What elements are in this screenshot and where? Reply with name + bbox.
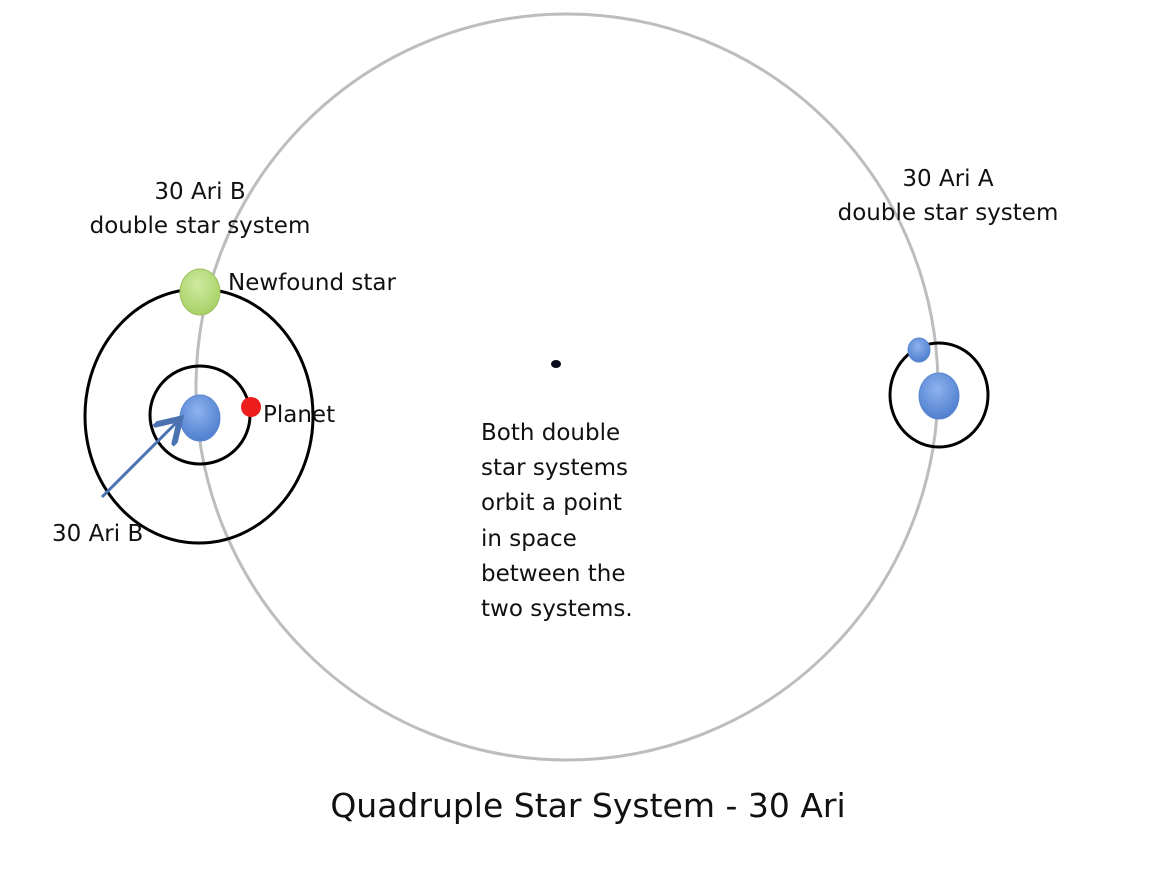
note-line: in space — [481, 525, 577, 552]
note-line: orbit a point — [481, 490, 622, 517]
note-line: star systems — [481, 455, 628, 482]
planet-label: Planet — [263, 402, 336, 428]
ari-a-system-label-line2: double star system — [837, 200, 1059, 226]
diagram-title: Quadruple Star System - 30 Ari — [330, 786, 846, 825]
note-line: two systems. — [481, 596, 633, 623]
shared-orbit-path — [194, 12, 940, 762]
note-line: between the — [481, 560, 626, 587]
newfound-star-label: Newfound star — [228, 270, 396, 296]
planet — [241, 397, 261, 417]
ari-b-system-label-line2: double star system — [89, 213, 311, 239]
ari-b-star-label: 30 Ari B — [52, 521, 144, 547]
newfound-star — [179, 268, 221, 316]
ari-b-system-label-line1: 30 Ari B — [154, 179, 246, 205]
ari-b-system-label: 30 Ari B double star system — [80, 175, 320, 243]
note-line: Both double — [481, 420, 621, 446]
ari-a-primary-star — [918, 372, 960, 420]
ari-a-system-label-line1: 30 Ari A — [902, 166, 994, 192]
ari-a-system-label: 30 Ari A double star system — [828, 162, 1068, 230]
ari-a-orbit — [888, 341, 990, 449]
ari-b-star — [179, 394, 221, 442]
ari-b-pointer-arrow — [100, 421, 178, 499]
barycenter-note: Both double star systems orbit a point i… — [481, 416, 633, 627]
ari-a-companion-star — [907, 337, 931, 363]
barycenter-dot — [551, 360, 561, 368]
